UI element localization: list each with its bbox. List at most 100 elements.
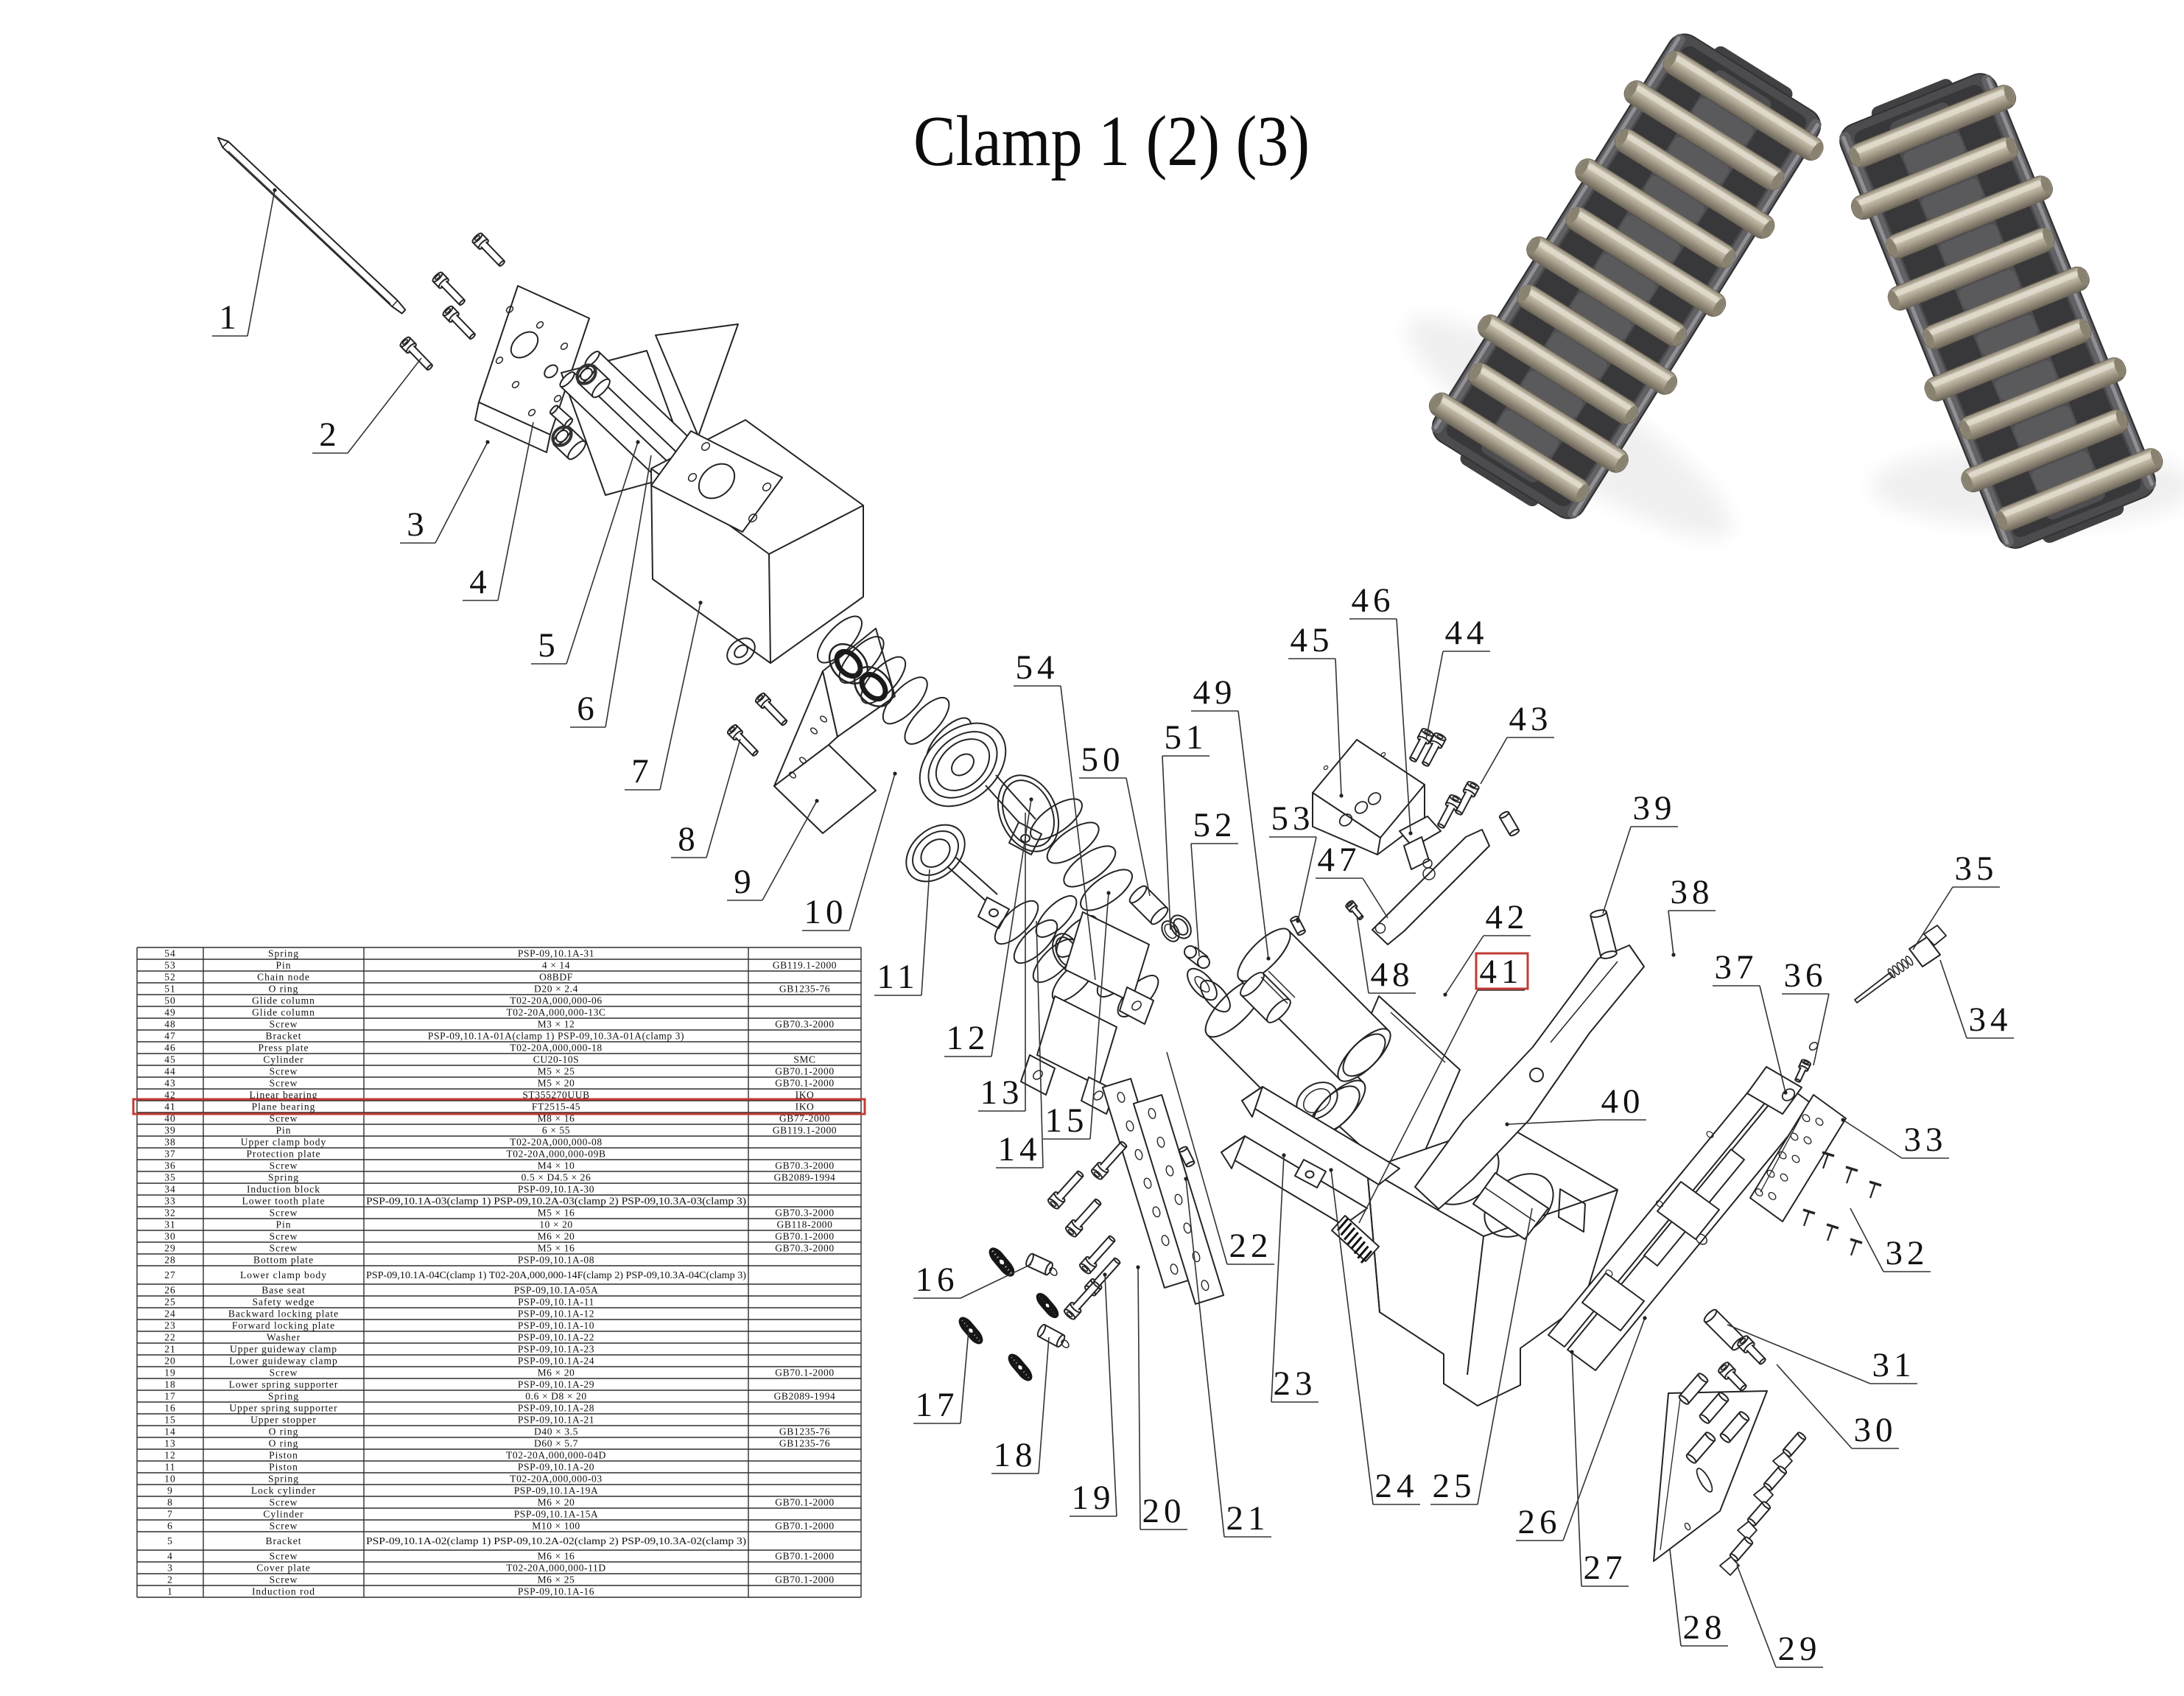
svg-text:O8BDF: O8BDF (539, 972, 573, 983)
svg-text:PSP-09,10.1A-23: PSP-09,10.1A-23 (518, 1344, 594, 1355)
svg-text:PSP-09,10.1A-22: PSP-09,10.1A-22 (518, 1332, 594, 1343)
svg-text:12: 12 (947, 1019, 990, 1057)
svg-text:23: 23 (164, 1320, 176, 1331)
svg-text:Lower spring supporter: Lower spring supporter (229, 1379, 339, 1390)
svg-text:FT2515-45: FT2515-45 (532, 1101, 580, 1112)
svg-text:43: 43 (1509, 700, 1553, 738)
svg-text:32: 32 (1886, 1234, 1929, 1272)
svg-text:M3 × 12: M3 × 12 (538, 1019, 575, 1030)
svg-text:CU20-10S: CU20-10S (533, 1054, 580, 1065)
svg-text:Screw: Screw (270, 1497, 298, 1508)
svg-text:24: 24 (1375, 1467, 1419, 1505)
svg-text:Spring: Spring (268, 948, 299, 959)
svg-text:D60 × 5.7: D60 × 5.7 (534, 1438, 578, 1449)
svg-text:GB70.3-2000: GB70.3-2000 (775, 1019, 834, 1030)
svg-text:Pin: Pin (275, 960, 291, 971)
svg-text:Screw: Screw (270, 1078, 298, 1089)
svg-text:3: 3 (407, 505, 429, 544)
svg-text:M5 × 20: M5 × 20 (538, 1078, 575, 1089)
svg-text:Upper spring supporter: Upper spring supporter (229, 1403, 337, 1414)
svg-text:GB70.1-2000: GB70.1-2000 (775, 1574, 834, 1585)
svg-text:Linear bearing: Linear bearing (249, 1090, 317, 1101)
svg-text:GB70.3-2000: GB70.3-2000 (775, 1160, 834, 1171)
svg-text:M10 × 100: M10 × 100 (532, 1521, 580, 1532)
svg-text:45: 45 (1291, 621, 1334, 659)
svg-text:14: 14 (164, 1426, 176, 1437)
svg-text:GB1235-76: GB1235-76 (779, 1426, 830, 1437)
svg-text:Upper clamp body: Upper clamp body (241, 1137, 326, 1148)
svg-text:PSP-09,10.1A-08: PSP-09,10.1A-08 (518, 1255, 594, 1266)
svg-text:Pin: Pin (275, 1219, 291, 1230)
svg-text:Chain node: Chain node (257, 972, 310, 983)
svg-text:T02-20A,000,000-09B: T02-20A,000,000-09B (506, 1149, 605, 1160)
svg-text:Forward locking plate: Forward locking plate (232, 1320, 335, 1331)
svg-text:Press plate: Press plate (258, 1043, 309, 1054)
svg-text:1: 1 (167, 1586, 173, 1597)
svg-text:4: 4 (469, 563, 491, 601)
svg-text:33: 33 (1904, 1121, 1948, 1159)
svg-text:Glide column: Glide column (252, 1007, 315, 1018)
svg-text:T02-20A,000,000-04D: T02-20A,000,000-04D (506, 1450, 606, 1461)
svg-text:44: 44 (1445, 614, 1489, 652)
svg-text:M4 × 10: M4 × 10 (538, 1160, 575, 1171)
svg-text:15: 15 (164, 1415, 176, 1426)
svg-text:39: 39 (164, 1125, 176, 1136)
svg-text:33: 33 (164, 1196, 176, 1207)
svg-text:20: 20 (164, 1356, 176, 1367)
svg-text:0.5 × D4.5 × 26: 0.5 × D4.5 × 26 (522, 1172, 591, 1183)
svg-text:39: 39 (1633, 789, 1676, 827)
svg-text:T02-20A,000,000-13C: T02-20A,000,000-13C (506, 1007, 605, 1018)
svg-text:10 × 20: 10 × 20 (539, 1219, 573, 1230)
svg-text:M6 × 16: M6 × 16 (538, 1551, 575, 1562)
svg-text:36: 36 (164, 1160, 176, 1171)
svg-text:Screw: Screw (270, 1160, 298, 1171)
svg-text:11: 11 (877, 958, 919, 996)
svg-text:GB70.3-2000: GB70.3-2000 (775, 1208, 834, 1219)
svg-text:Spring: Spring (268, 1391, 299, 1402)
svg-text:GB77-2000: GB77-2000 (779, 1113, 830, 1124)
svg-text:PSP-09,10.1A-19A: PSP-09,10.1A-19A (514, 1485, 599, 1496)
svg-text:25: 25 (164, 1297, 176, 1308)
svg-text:47: 47 (1318, 841, 1361, 879)
svg-text:52: 52 (164, 972, 176, 983)
svg-text:GB2089-1994: GB2089-1994 (774, 1172, 836, 1183)
svg-text:PSP-09,10.1A-12: PSP-09,10.1A-12 (518, 1308, 594, 1320)
svg-text:Cylinder: Cylinder (263, 1054, 303, 1065)
svg-text:PSP-09,10.1A-15A: PSP-09,10.1A-15A (514, 1509, 599, 1520)
svg-text:GB70.1-2000: GB70.1-2000 (775, 1367, 834, 1378)
svg-text:GB70.1-2000: GB70.1-2000 (775, 1231, 834, 1242)
svg-text:O ring: O ring (269, 1426, 299, 1437)
svg-text:Screw: Screw (270, 1231, 298, 1242)
svg-text:53: 53 (164, 960, 176, 971)
svg-text:ST355270UUB: ST355270UUB (522, 1090, 589, 1101)
svg-text:49: 49 (164, 1007, 176, 1018)
svg-text:GB70.3-2000: GB70.3-2000 (775, 1243, 834, 1254)
svg-text:13: 13 (980, 1073, 1024, 1112)
svg-text:GB70.1-2000: GB70.1-2000 (775, 1078, 834, 1089)
svg-text:M6 × 20: M6 × 20 (538, 1497, 575, 1508)
svg-text:50: 50 (164, 995, 176, 1006)
svg-text:20: 20 (1142, 1492, 1186, 1530)
svg-text:Clamp 1 (2) (3): Clamp 1 (2) (3) (913, 102, 1310, 181)
svg-text:10: 10 (164, 1474, 176, 1485)
svg-text:1: 1 (219, 298, 241, 337)
svg-text:43: 43 (164, 1078, 176, 1089)
svg-text:PSP-09,10.1A-28: PSP-09,10.1A-28 (518, 1403, 594, 1414)
svg-text:30: 30 (1854, 1411, 1897, 1449)
svg-text:13: 13 (164, 1438, 176, 1449)
svg-text:O ring: O ring (269, 984, 299, 995)
svg-text:M5 × 25: M5 × 25 (538, 1066, 575, 1077)
svg-text:GB70.1-2000: GB70.1-2000 (775, 1521, 834, 1532)
svg-text:PSP-09,10.1A-16: PSP-09,10.1A-16 (518, 1586, 594, 1597)
svg-text:GB119.1-2000: GB119.1-2000 (773, 960, 837, 971)
svg-text:Lower clamp body: Lower clamp body (240, 1269, 327, 1280)
svg-text:Screw: Screw (270, 1551, 298, 1562)
svg-text:17: 17 (164, 1391, 176, 1402)
svg-text:PSP-09,10.1A-24: PSP-09,10.1A-24 (518, 1356, 594, 1367)
svg-text:27: 27 (1584, 1549, 1627, 1587)
svg-text:16: 16 (916, 1261, 959, 1299)
svg-text:T02-20A,000,000-06: T02-20A,000,000-06 (510, 995, 603, 1006)
svg-text:PSP-09,10.1A-10: PSP-09,10.1A-10 (518, 1320, 594, 1331)
svg-text:PSP-09,10.1A-02(clamp 1) PSP-: PSP-09,10.1A-02(clamp 1) PSP-09,10.2A-02… (366, 1535, 746, 1546)
svg-text:T02-20A,000,000-11D: T02-20A,000,000-11D (506, 1563, 605, 1574)
